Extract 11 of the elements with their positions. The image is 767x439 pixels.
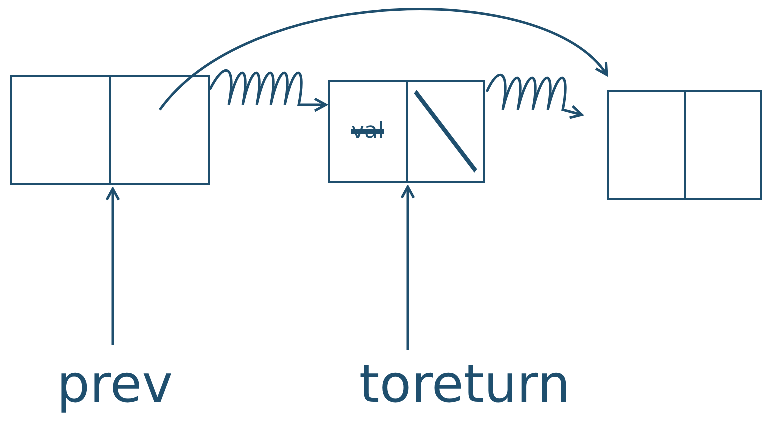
- list-node-box: [328, 80, 485, 183]
- pointer-label: toreturn: [359, 359, 571, 411]
- list-node-box: [10, 75, 210, 185]
- arrow: [208, 70, 328, 112]
- arrow: [106, 188, 120, 345]
- arrow: [400, 186, 416, 350]
- struck-value-text: val: [351, 118, 384, 146]
- arrow: [159, 8, 608, 111]
- arrow: [486, 74, 584, 120]
- list-node-box: [607, 90, 762, 200]
- pointer-label: prev: [56, 359, 173, 411]
